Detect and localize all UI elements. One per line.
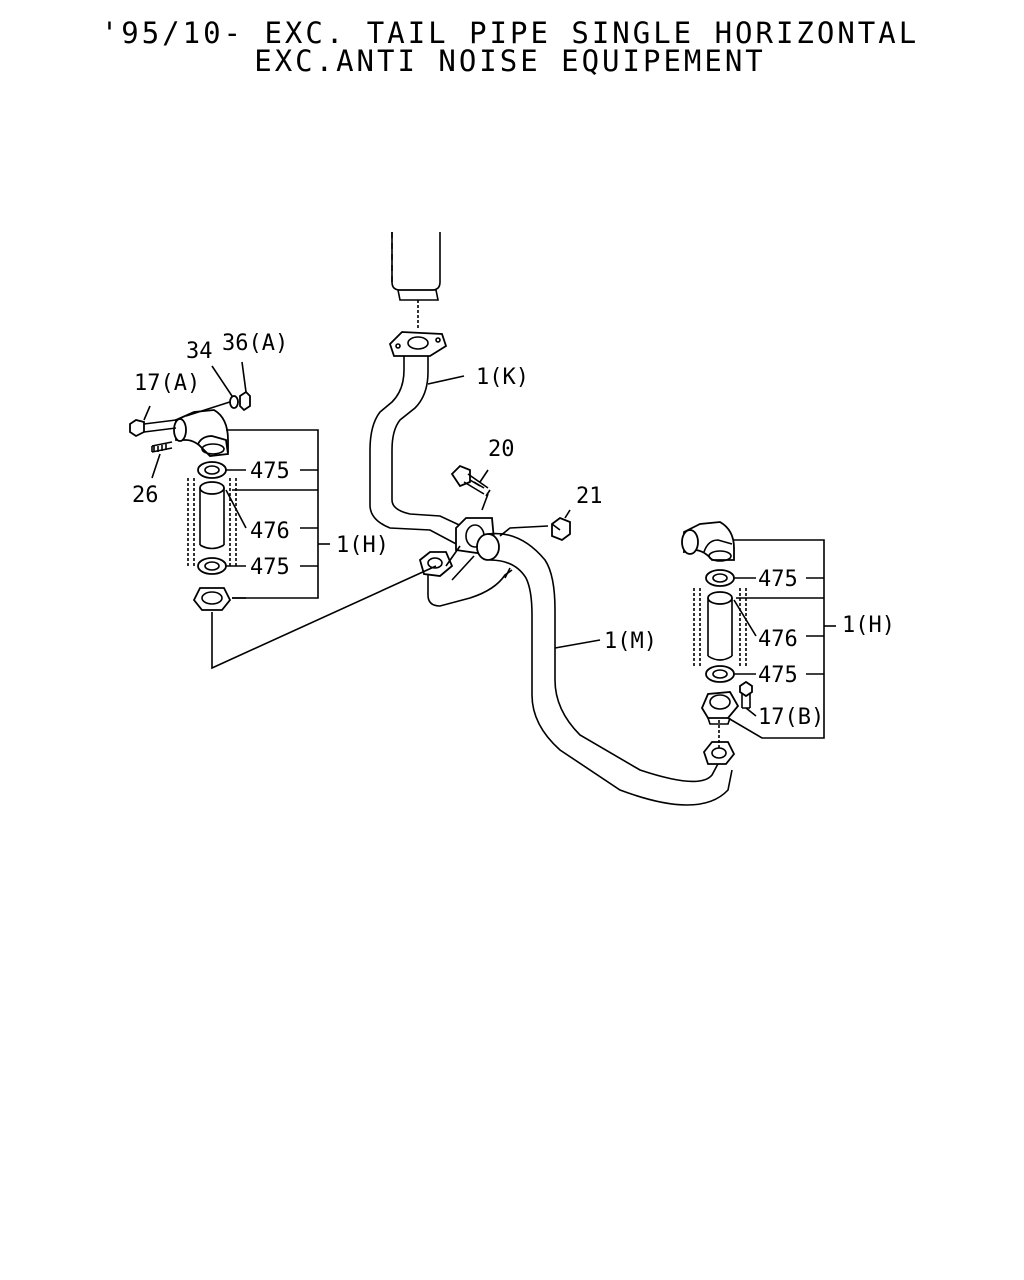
left-gasket-475-top (197, 461, 227, 479)
callout-36a: 36(A) (222, 331, 288, 356)
callout-left-476: 476 (250, 519, 290, 544)
callout-17a: 17(A) (134, 371, 200, 396)
left-bottom-flange (192, 565, 437, 670)
right-callout-lines (727, 539, 836, 739)
nut-21: 21 (499, 484, 603, 542)
callout-right-1h: 1(H) (842, 613, 895, 638)
pipe-1m-end-flange (702, 718, 736, 765)
callout-1m: 1(M) (604, 629, 657, 654)
callout-17b: 17(B) (758, 705, 824, 730)
callout-left-475-bottom: 475 (250, 555, 290, 580)
left-flex-pipe-476 (187, 478, 237, 566)
callout-right-475-top: 475 (758, 567, 798, 592)
callout-20: 20 (488, 437, 515, 462)
right-gasket-475-top (705, 569, 735, 587)
pipe-1k-top-flange (388, 331, 448, 357)
diagram-title-line-2: EXC.ANTI NOISE EQUIPEMENT (254, 44, 766, 78)
right-elbow (681, 521, 735, 562)
right-gasket-475-bottom (705, 665, 735, 683)
callout-right-476: 476 (758, 627, 798, 652)
right-bottom-flange (700, 691, 740, 725)
diagram-title-line-1: '95/10- EXC. TAIL PIPE SINGLE HORIZONTAL (100, 16, 920, 50)
left-elbow-assembly (129, 361, 251, 479)
right-flex-pipe-476 (693, 588, 747, 668)
left-gasket-475-bottom (197, 557, 227, 575)
muffler-outlet (391, 232, 441, 330)
pipe-joint-flange (418, 517, 495, 581)
callout-left-475-top: 475 (250, 459, 290, 484)
callout-34: 34 (186, 339, 213, 364)
pipe-1k (369, 356, 471, 547)
pipe-1m (427, 532, 733, 806)
bolt-20: 20 (450, 437, 515, 511)
callout-1k: 1(K) (476, 365, 529, 390)
callout-21: 21 (576, 484, 603, 509)
callout-26: 26 (132, 483, 159, 508)
callout-right-475-bottom: 475 (758, 663, 798, 688)
bolt-17b (739, 680, 753, 709)
left-callout-lines (225, 429, 330, 599)
callout-left-1h: 1(H) (336, 533, 389, 558)
